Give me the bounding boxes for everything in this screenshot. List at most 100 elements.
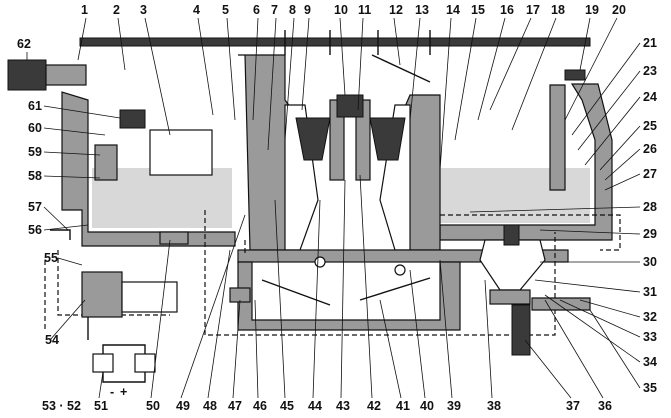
label-10: 10 xyxy=(334,3,348,17)
leader-7 xyxy=(267,17,277,151)
epv-assembly xyxy=(81,271,178,340)
leader-5 xyxy=(226,17,236,121)
label-9: 9 xyxy=(304,3,311,17)
leader-26 xyxy=(604,148,641,181)
leader-51 xyxy=(98,371,104,399)
label-58: 58 xyxy=(28,169,42,183)
leader-58 xyxy=(43,175,101,179)
label-6: 6 xyxy=(253,3,260,17)
label-24: 24 xyxy=(643,90,657,104)
label-14: 14 xyxy=(446,3,460,17)
adjusting-screw-47 xyxy=(229,287,251,303)
control-wiring xyxy=(102,344,146,383)
throttle-body xyxy=(237,261,461,331)
throttle-valve-primary xyxy=(261,279,331,306)
small-diffuser-right xyxy=(369,117,406,161)
small-diffuser-left xyxy=(295,117,331,161)
control-unit-51 xyxy=(92,353,114,373)
leader-40 xyxy=(409,269,426,399)
label-54: 54 xyxy=(45,333,59,347)
leader-50 xyxy=(150,239,171,399)
label-27: 27 xyxy=(643,167,657,181)
label-48: 48 xyxy=(203,399,217,413)
leader-46 xyxy=(254,299,259,399)
label-23: 23 xyxy=(643,64,657,78)
label-53-52: 53 · 52 xyxy=(42,399,81,413)
label-41: 41 xyxy=(396,399,410,413)
label-38: 38 xyxy=(487,399,501,413)
leader-32 xyxy=(579,299,641,318)
leader-9 xyxy=(301,17,310,111)
leader-12 xyxy=(393,17,401,66)
diaphragm-cover xyxy=(489,289,531,305)
leader-29 xyxy=(539,229,641,235)
label-57: 57 xyxy=(28,200,42,214)
battery-minus: - xyxy=(110,385,114,399)
leader-38 xyxy=(484,279,493,399)
leader-6 xyxy=(252,17,259,121)
label-4: 4 xyxy=(193,3,200,17)
label-49: 49 xyxy=(176,399,190,413)
air-damper xyxy=(371,54,431,83)
epv-coil xyxy=(121,281,178,313)
fuel-inlet-pipe xyxy=(50,229,71,240)
air-intake-left xyxy=(284,30,331,55)
label-29: 29 xyxy=(643,227,657,241)
battery-plus: + xyxy=(120,385,127,399)
solenoid-valve-body xyxy=(45,64,87,86)
label-11: 11 xyxy=(358,3,371,17)
label-61: 61 xyxy=(28,99,42,113)
leader-2 xyxy=(117,17,126,71)
label-34: 34 xyxy=(643,355,657,369)
label-39: 39 xyxy=(447,399,461,413)
float xyxy=(149,129,213,176)
label-21: 21 xyxy=(643,36,657,50)
label-47: 47 xyxy=(228,399,242,413)
throttle-axle-secondary xyxy=(394,264,406,276)
label-28: 28 xyxy=(643,200,657,214)
label-3: 3 xyxy=(140,3,147,17)
label-18: 18 xyxy=(551,3,565,17)
leader-4 xyxy=(197,17,214,116)
control-unit-52 xyxy=(134,353,156,373)
leader-21 xyxy=(571,42,641,136)
leader-56 xyxy=(43,224,89,231)
leader-1 xyxy=(77,17,87,61)
leader-16 xyxy=(477,17,506,121)
label-7: 7 xyxy=(271,3,278,17)
leader-42 xyxy=(359,174,373,399)
leader-lines xyxy=(26,17,641,399)
leader-43 xyxy=(340,179,346,399)
label-32: 32 xyxy=(643,310,657,324)
label-13: 13 xyxy=(415,3,429,17)
economizer-diaphragm xyxy=(479,239,546,291)
epv-body xyxy=(81,271,123,318)
label-36: 36 xyxy=(598,399,612,413)
accelerator-pump-nozzle xyxy=(336,94,364,118)
label-45: 45 xyxy=(280,399,294,413)
leader-31 xyxy=(534,279,641,293)
leader-10 xyxy=(339,17,346,96)
label-56: 56 xyxy=(28,223,42,237)
label-2: 2 xyxy=(113,3,120,17)
leader-61 xyxy=(43,105,121,119)
leader-18 xyxy=(511,17,557,131)
label-43: 43 xyxy=(336,399,350,413)
label-19: 19 xyxy=(585,3,599,17)
leader-36 xyxy=(544,299,604,399)
top-cover-plate xyxy=(79,37,591,47)
leader-57 xyxy=(43,206,69,231)
leader-17 xyxy=(489,17,532,111)
label-59: 59 xyxy=(28,145,42,159)
label-46: 46 xyxy=(253,399,267,413)
label-30: 30 xyxy=(643,255,657,269)
label-55: 55 xyxy=(44,251,58,265)
label-60: 60 xyxy=(28,121,42,135)
leader-41 xyxy=(379,299,402,399)
leader-20 xyxy=(564,17,618,121)
label-26: 26 xyxy=(643,142,657,156)
leader-28 xyxy=(469,206,641,213)
leader-39 xyxy=(439,259,453,399)
throttle-valve-secondary xyxy=(359,277,431,301)
